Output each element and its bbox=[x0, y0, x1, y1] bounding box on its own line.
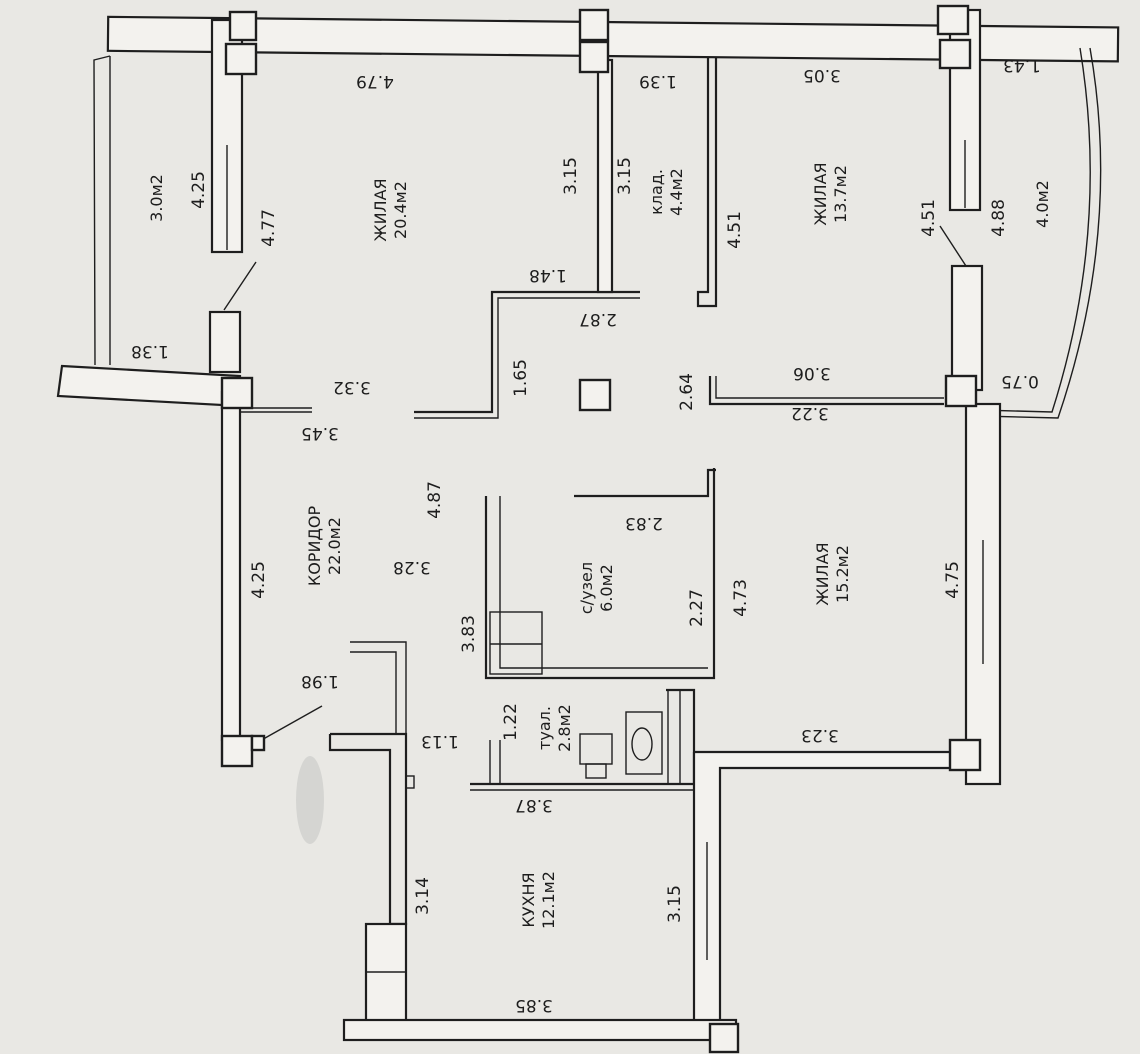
dim-2-64: 2.64 bbox=[677, 373, 697, 411]
dim-4-51-a: 4.51 bbox=[725, 211, 745, 249]
room-name: ЖИЛАЯ bbox=[813, 542, 832, 605]
room-area: 12.1м2 bbox=[539, 871, 558, 929]
left-balcony-outline bbox=[93, 55, 111, 366]
dimension-labels: 4.79 1.39 3.05 1.43 4.25 4.77 3.15 3.15 … bbox=[131, 55, 1041, 1015]
dim-1-22: 1.22 bbox=[501, 703, 521, 741]
room-area: 2.8м2 bbox=[555, 704, 574, 752]
kitchen-right-wall bbox=[692, 750, 968, 1024]
room-bedroom-c: ЖИЛАЯ 15.2м2 bbox=[813, 542, 852, 605]
dim-1-43: 1.43 bbox=[1003, 55, 1041, 75]
dim-3-32: 3.32 bbox=[333, 377, 371, 397]
dim-4-73: 4.73 bbox=[731, 579, 751, 617]
dim-1-98: 1.98 bbox=[301, 671, 339, 691]
dim-1-39: 1.39 bbox=[639, 71, 677, 91]
dim-3-06: 3.06 bbox=[793, 363, 831, 383]
room-pantry: клад. 4.4м2 bbox=[647, 168, 686, 216]
dim-1-65: 1.65 bbox=[511, 359, 531, 397]
walls bbox=[56, 8, 1120, 1042]
room-area: 22.0м2 bbox=[325, 517, 344, 575]
room-corridor: КОРИДОР 22.0м2 bbox=[305, 505, 344, 586]
dim-2-83: 2.83 bbox=[625, 513, 663, 533]
columns bbox=[220, 4, 982, 1054]
room-area: 20.4м2 bbox=[391, 181, 410, 239]
dim-4-51-b: 4.51 bbox=[919, 199, 939, 237]
room-area: 15.2м2 bbox=[833, 545, 852, 603]
dim-3-87: 3.87 bbox=[515, 795, 553, 815]
balcony-left-area: 3.0м2 bbox=[147, 174, 166, 222]
dim-4-25-upper: 4.25 bbox=[189, 171, 209, 209]
top-exterior-wall bbox=[106, 15, 1120, 63]
bottom-exterior-wall bbox=[342, 1018, 738, 1042]
dim-4-25-lower: 4.25 bbox=[249, 561, 269, 599]
dim-3-22: 3.22 bbox=[791, 403, 829, 423]
dim-3-85: 3.85 bbox=[515, 995, 553, 1015]
room-name: туал. bbox=[535, 706, 554, 750]
right-balcony-outline bbox=[979, 47, 1091, 413]
dim-3-83: 3.83 bbox=[459, 615, 479, 653]
room-name: КУХНЯ bbox=[519, 872, 538, 927]
toilet-fixture bbox=[579, 733, 613, 765]
redaction-blur bbox=[296, 756, 324, 844]
room-labels: 3.0м2 ЖИЛАЯ 20.4м2 клад. 4.4м2 ЖИЛАЯ 13.… bbox=[147, 162, 1052, 929]
dim-2-27: 2.27 bbox=[687, 589, 707, 627]
dim-4-88: 4.88 bbox=[989, 199, 1009, 237]
dim-3-45: 3.45 bbox=[301, 423, 339, 443]
dim-3-23: 3.23 bbox=[801, 725, 839, 745]
dim-4-77: 4.77 bbox=[259, 209, 279, 247]
dim-3-15-c: 3.15 bbox=[665, 885, 685, 923]
dim-3-15-b: 3.15 bbox=[615, 157, 635, 195]
room-name: с/узел bbox=[577, 562, 596, 614]
dim-2-87: 2.87 bbox=[579, 309, 617, 329]
dim-1-48: 1.48 bbox=[529, 265, 567, 285]
dim-4-87: 4.87 bbox=[425, 481, 445, 519]
room-name: КОРИДОР bbox=[305, 505, 324, 586]
dim-3-15-a: 3.15 bbox=[561, 157, 581, 195]
room-bedroom-a: ЖИЛАЯ 20.4м2 bbox=[371, 178, 410, 241]
dim-3-05: 3.05 bbox=[803, 65, 841, 85]
dim-0-75: 0.75 bbox=[1001, 371, 1039, 391]
dim-4-75: 4.75 bbox=[943, 561, 963, 599]
room-area: 13.7м2 bbox=[831, 165, 850, 223]
dim-1-13: 1.13 bbox=[421, 731, 459, 751]
dim-3-28: 3.28 bbox=[393, 557, 431, 577]
room-name: ЖИЛАЯ bbox=[811, 162, 830, 225]
dim-1-38: 1.38 bbox=[131, 341, 169, 361]
room-name: ЖИЛАЯ bbox=[371, 178, 390, 241]
room-bedroom-b: ЖИЛАЯ 13.7м2 bbox=[811, 162, 850, 225]
dim-4-79: 4.79 bbox=[356, 71, 394, 91]
room-toilet: туал. 2.8м2 bbox=[535, 704, 574, 752]
room-area: 6.0м2 bbox=[597, 564, 616, 612]
room-bathroom: с/узел 6.0м2 bbox=[577, 562, 616, 614]
room-kitchen: КУХНЯ 12.1м2 bbox=[519, 871, 558, 929]
pantry-wall-left bbox=[596, 58, 614, 294]
room-name: клад. bbox=[647, 169, 666, 215]
dim-3-14: 3.14 bbox=[413, 877, 433, 915]
balcony-right-area: 4.0м2 bbox=[1033, 180, 1052, 228]
corridor-left-wall bbox=[220, 390, 242, 742]
room-area: 4.4м2 bbox=[667, 168, 686, 216]
